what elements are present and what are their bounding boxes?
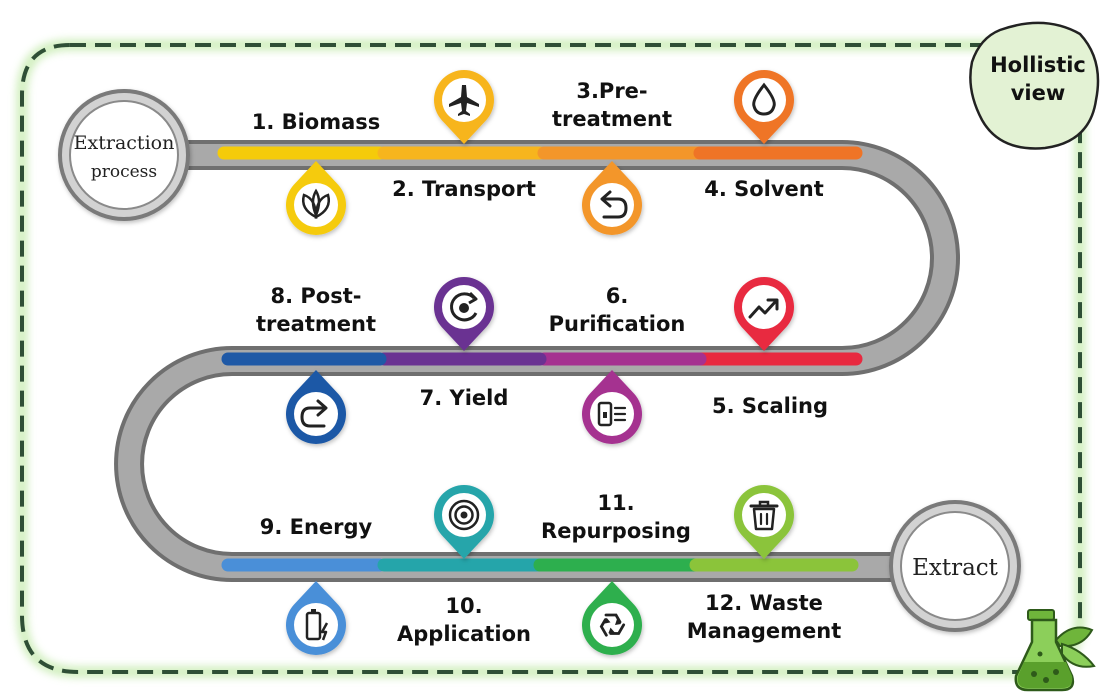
- step-label-2: 2. Transport: [392, 177, 536, 201]
- trending-up-icon: [748, 298, 779, 319]
- badge-line2: view: [1011, 81, 1066, 105]
- step-marker-12: [734, 485, 794, 559]
- step-label-line: 11.: [597, 491, 634, 515]
- road-segments: [217, 146, 863, 572]
- recycle-icon: [599, 613, 626, 637]
- step-label-line: 9. Energy: [260, 515, 373, 539]
- step-marker-8: [286, 370, 346, 444]
- step-label-5: 5. Scaling: [712, 394, 828, 418]
- step-label-line: Repurposing: [541, 519, 691, 543]
- badge-blob: [969, 21, 1100, 150]
- redo-arrow-icon: [300, 399, 328, 428]
- step-marker-7: [434, 277, 494, 351]
- step-label-line: 12. Waste: [705, 591, 823, 615]
- step-label-3: 3.Pre-treatment: [552, 79, 672, 131]
- filter-icon: [597, 401, 627, 427]
- step-label-9: 9. Energy: [260, 515, 373, 539]
- step-marker-3: [582, 161, 642, 235]
- start-node: Extraction process: [58, 89, 190, 221]
- step-label-1: 1. Biomass: [252, 110, 381, 134]
- start-node-line2: process: [91, 162, 157, 182]
- flask-icon: [1014, 609, 1096, 692]
- step-label-6: 6. Purification: [549, 284, 686, 336]
- step-markers: [286, 70, 794, 655]
- step-label-line: 3.Pre-: [576, 79, 647, 103]
- step-label-line: Purification: [549, 312, 686, 336]
- step-label-line: 10.: [445, 594, 482, 618]
- start-node-line1: Extraction: [74, 132, 175, 154]
- step-label-7: 7. Yield: [420, 386, 509, 410]
- process-cycle-icon: [450, 291, 478, 322]
- badge-line1: Hollistic: [990, 53, 1086, 77]
- battery-charging-icon: [305, 609, 329, 641]
- step-pin-center-1: [294, 183, 338, 227]
- droplet-icon: [752, 82, 776, 116]
- step-label-line: 4. Solvent: [704, 177, 824, 201]
- step-label-10: 10. Application: [397, 594, 531, 646]
- step-label-line: 8. Post-: [271, 284, 362, 308]
- step-pin-center-11: [590, 603, 634, 647]
- step-marker-6: [582, 370, 642, 444]
- step-label-line: Management: [687, 619, 842, 643]
- step-marker-1: [286, 161, 346, 235]
- step-pin-center-12: [742, 493, 786, 537]
- step-pin-center-5: [742, 285, 786, 329]
- step-label-line: treatment: [552, 107, 672, 131]
- step-label-line: 5. Scaling: [712, 394, 828, 418]
- leaf-icon: [302, 188, 330, 220]
- step-label-4: 4. Solvent: [704, 177, 824, 201]
- undo-arrow-icon: [600, 190, 628, 219]
- step-marker-9: [286, 581, 346, 655]
- step-label-11: 11. Repurposing: [541, 491, 691, 543]
- trash-icon: [749, 500, 779, 531]
- target-icon: [448, 499, 480, 531]
- step-pin-center-4: [742, 78, 786, 122]
- step-pin-center-3: [590, 183, 634, 227]
- step-marker-5: [734, 277, 794, 351]
- step-marker-2: [434, 70, 494, 144]
- step-pin-center-8: [294, 392, 338, 436]
- step-marker-4: [734, 70, 794, 144]
- end-node: Extract: [889, 500, 1021, 632]
- step-label-line: 7. Yield: [420, 386, 509, 410]
- end-node-label: Extract: [912, 555, 999, 581]
- step-pin-center-9: [294, 603, 338, 647]
- step-marker-10: [434, 485, 494, 559]
- step-marker-11: [582, 581, 642, 655]
- airplane-icon: [449, 85, 479, 116]
- step-labels: 1. Biomass 2. Transport 3.Pre-treatment 4. …: [252, 79, 842, 646]
- step-label-line: 6.: [606, 284, 629, 308]
- hollistic-view-badge: Hollistic view: [969, 21, 1100, 150]
- step-label-line: Application: [397, 622, 531, 646]
- step-label-line: treatment: [256, 312, 376, 336]
- step-label-line: 1. Biomass: [252, 110, 381, 134]
- step-label-8: 8. Post-treatment: [256, 284, 376, 336]
- step-label-line: 2. Transport: [392, 177, 536, 201]
